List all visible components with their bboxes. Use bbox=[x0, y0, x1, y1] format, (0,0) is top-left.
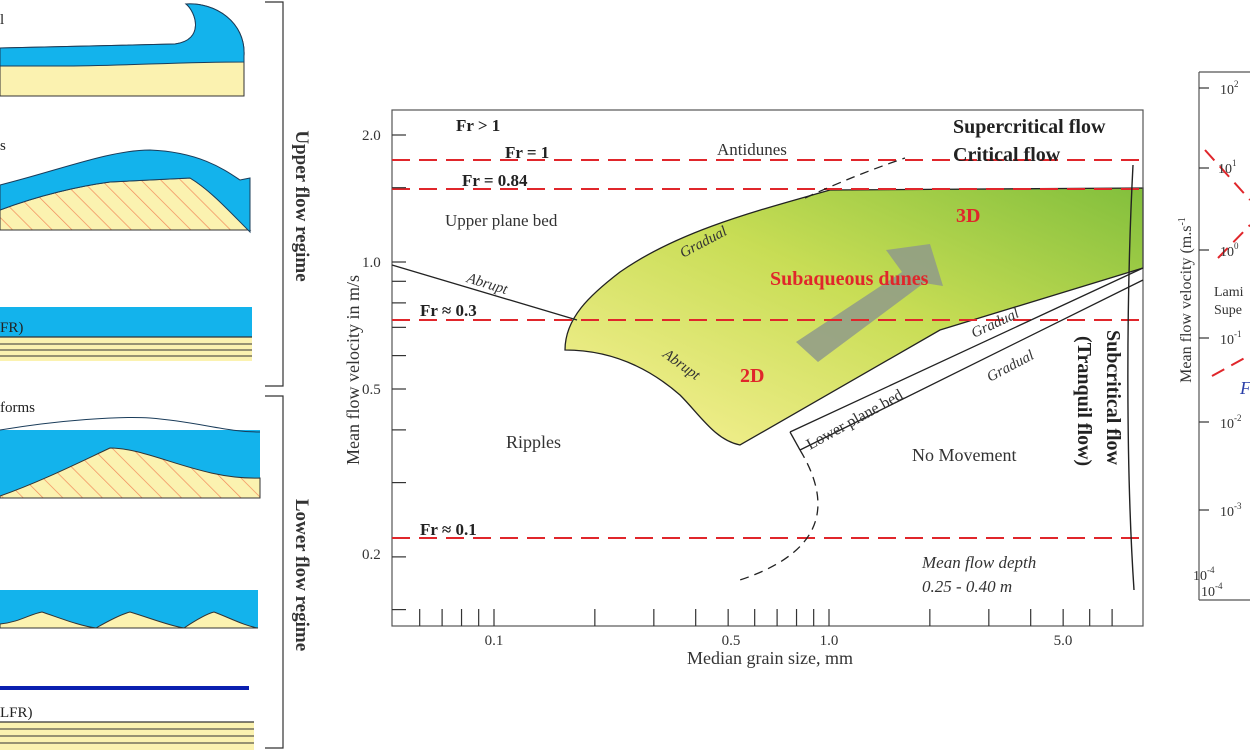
ripple-dashed-boundary bbox=[739, 449, 819, 581]
right-panel: 102 101 100 10-1 10-2 10-3 10-4 10-4 Mea… bbox=[1177, 71, 1250, 601]
lower-regime-label: Lower flow regime bbox=[291, 499, 312, 651]
dunes-2d-label: 2D bbox=[740, 365, 764, 387]
y-tick-label-20: 2.0 bbox=[362, 128, 381, 144]
right-tick-1e-1: 10-1 bbox=[1220, 329, 1242, 348]
upper-regime-label: Upper flow regime bbox=[291, 130, 312, 281]
fragment-5: LFR) bbox=[0, 705, 33, 721]
sketch-ripples bbox=[0, 590, 259, 629]
depth-note-line-2: 0.25 - 0.40 m bbox=[922, 577, 1012, 596]
right-axis-ticks bbox=[1199, 87, 1209, 511]
dunes-3d-label: 3D bbox=[956, 205, 980, 227]
critical-depth-curve bbox=[1127, 164, 1135, 591]
antidune-dashed-boundary bbox=[804, 157, 906, 199]
froude-label-eq03: Fr ≈ 0.3 bbox=[420, 301, 477, 320]
right-x-first-tick: 10-4 bbox=[1201, 581, 1223, 600]
supercritical-flow-label: Supercritical flow bbox=[953, 116, 1106, 138]
dune-trend-arrow bbox=[796, 244, 943, 362]
right-fragment-f: F bbox=[1239, 378, 1250, 398]
froude-label-eq084: Fr = 0.84 bbox=[462, 171, 528, 190]
x-axis-title: Median grain size, mm bbox=[687, 648, 853, 668]
y-tick-label-05: 0.5 bbox=[362, 382, 381, 398]
depth-note-line-1: Mean flow depth bbox=[921, 553, 1036, 572]
sketch-breaking-wave bbox=[0, 3, 245, 97]
abrupt-left-label: Abrupt bbox=[464, 270, 510, 298]
right-tick-1e1: 101 bbox=[1218, 158, 1237, 177]
subcritical-flow-label: Subcritical flow bbox=[1102, 330, 1124, 466]
fragment-4: forms bbox=[0, 400, 35, 416]
x-tick-label-10: 1.0 bbox=[820, 633, 839, 649]
x-tick-label-50: 5.0 bbox=[1054, 633, 1073, 649]
gradual-lower-label: Gradual bbox=[984, 348, 1036, 386]
chart-frame bbox=[391, 109, 1144, 627]
y-minor-ticks bbox=[392, 134, 406, 611]
critical-flow-label: Critical flow bbox=[953, 144, 1061, 166]
x-tick-label-05: 0.5 bbox=[722, 633, 741, 649]
right-tick-1e2: 102 bbox=[1220, 79, 1239, 98]
tranquil-flow-label: (Tranquil flow) bbox=[1073, 336, 1095, 466]
froude-label-gt1: Fr > 1 bbox=[456, 116, 500, 135]
fragment-1: l bbox=[0, 12, 4, 28]
main-chart: 0.1 0.5 1.0 5.0 2.0 1.0 0.5 0.2 Median g… bbox=[343, 109, 1144, 668]
y-tick-label-10: 1.0 bbox=[362, 255, 381, 271]
upper-plane-bed-label: Upper plane bed bbox=[445, 211, 558, 230]
right-tick-1e0: 100 bbox=[1220, 241, 1239, 260]
right-dash-2 bbox=[1217, 224, 1250, 259]
sketch-upper-plane-bed bbox=[0, 307, 252, 361]
left-panel: l s FR) Upper flow regime forms bbox=[0, 1, 312, 750]
ripples-label: Ripples bbox=[506, 432, 561, 452]
right-tick-1e-3: 10-3 bbox=[1220, 501, 1242, 520]
no-movement-label: No Movement bbox=[912, 445, 1016, 465]
right-tick-1e-2: 10-2 bbox=[1220, 413, 1242, 432]
lower-plane-bed-bottom-line bbox=[799, 279, 1144, 451]
bracket-lower bbox=[265, 395, 284, 749]
right-y-axis-title: Mean flow velocity (m.s-1 bbox=[1177, 217, 1195, 383]
sketch-standing-wave bbox=[0, 149, 252, 234]
abrupt-boundary-line bbox=[391, 264, 578, 321]
froude-label-eq01: Fr ≈ 0.1 bbox=[420, 520, 477, 539]
right-dash-1 bbox=[1204, 149, 1250, 201]
subaqueous-dunes-label: Subaqueous dunes bbox=[770, 268, 929, 290]
lower-plane-bed-left-line bbox=[789, 431, 801, 451]
fragment-2: s bbox=[0, 138, 6, 154]
right-dash-3 bbox=[1211, 354, 1250, 377]
x-tick-label-01: 0.1 bbox=[485, 633, 504, 649]
sketch-dunes bbox=[0, 417, 261, 499]
antidunes-label: Antidunes bbox=[717, 140, 787, 159]
right-fragment-lami: Lami bbox=[1214, 285, 1244, 300]
bracket-upper bbox=[265, 1, 284, 387]
right-fragment-supe: Supe bbox=[1214, 303, 1242, 318]
fragment-3: FR) bbox=[0, 320, 23, 336]
froude-label-eq1: Fr = 1 bbox=[505, 143, 549, 162]
right-tick-1e-4: 10-4 bbox=[1193, 565, 1215, 584]
sketch-lower-plane-bed bbox=[0, 686, 254, 750]
y-axis-title: Mean flow velocity in m/s bbox=[343, 275, 363, 465]
x-minor-ticks bbox=[419, 609, 1113, 626]
y-tick-label-02: 0.2 bbox=[362, 547, 381, 563]
lower-plane-bed-top-line bbox=[789, 267, 1144, 433]
